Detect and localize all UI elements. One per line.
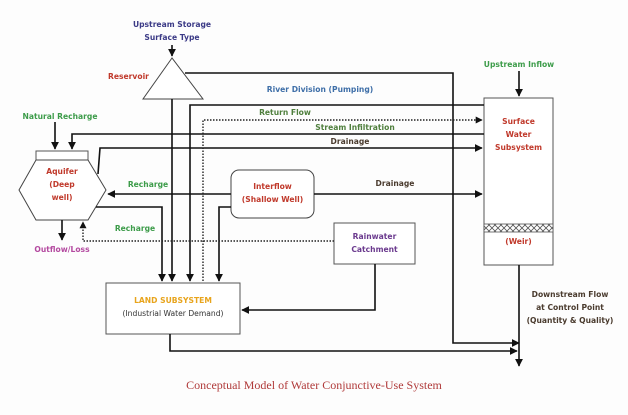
- rainwater-line1: Rainwater: [352, 232, 397, 241]
- drainage-mid-label: Drainage: [375, 179, 415, 188]
- surface-water-line3: Subsystem: [495, 143, 542, 152]
- surface-water-label: Surface Water Subsystem: [484, 115, 553, 154]
- aquifer-line2: (Deep: [49, 180, 75, 189]
- land-title: LAND SUBSYSTEM: [134, 296, 212, 305]
- rainwater-line2: Catchment: [351, 245, 398, 254]
- land-to-downstream: [169, 334, 518, 355]
- outflow-loss-label: Outflow/Loss: [34, 245, 90, 254]
- aquifer-cap: [35, 150, 89, 161]
- downstream-line3: (Quantity & Quality): [526, 316, 614, 325]
- aquifer-hexagon: [18, 159, 107, 221]
- land-subtitle: (Industrial Water Demand): [122, 309, 224, 318]
- surface-water-line2: Water: [505, 130, 532, 139]
- interflow-label: Interflow (Shallow Well): [231, 180, 314, 206]
- upstream-inflow-label: Upstream Inflow: [483, 60, 555, 69]
- aquifer-to-land: [96, 206, 166, 282]
- downstream-label: Downstream Flow at Control Point (Quanti…: [520, 288, 620, 327]
- surface-water-line1: Surface: [502, 117, 535, 126]
- interflow-line2: (Shallow Well): [241, 195, 304, 204]
- aquifer-line3: well): [51, 193, 73, 202]
- reservoir-triangle: [142, 57, 205, 100]
- downstream-line2: at Control Point: [536, 303, 604, 312]
- natural-recharge-label: Natural Recharge: [22, 112, 98, 121]
- weir-label: (Weir): [505, 237, 532, 246]
- recharge-lower-label: Recharge: [114, 224, 156, 233]
- upstream-storage-label: Upstream Storage Surface Type: [122, 18, 222, 44]
- upstream-storage-line1: Upstream Storage: [132, 20, 212, 29]
- drainage-top-line: [97, 144, 483, 175]
- return-flow-label: Return Flow: [259, 108, 311, 117]
- rainwater-to-land: [241, 264, 376, 314]
- reservoir-label: Reservoir: [108, 72, 149, 81]
- interflow-to-land: [215, 206, 231, 282]
- interflow-line1: Interflow: [253, 182, 292, 191]
- river-division-label: River Division (Pumping): [266, 85, 374, 94]
- weir-hatch: [483, 223, 554, 233]
- surface-water-box: [483, 97, 554, 266]
- reservoir-outflow-line: [185, 72, 520, 347]
- land-label: LAND SUBSYSTEM (Industrial Water Demand): [106, 294, 240, 320]
- recharge-upper-label: Recharge: [127, 180, 169, 189]
- rainwater-label: Rainwater Catchment: [334, 230, 415, 256]
- upstream-storage-line2: Surface Type: [144, 33, 200, 42]
- drainage-top-label: Drainage: [330, 137, 370, 146]
- land-box: [105, 282, 241, 335]
- stream-infiltration-line: [68, 133, 484, 150]
- flow-lines: [51, 45, 523, 367]
- downstream-line1: Downstream Flow: [531, 290, 609, 299]
- figure-caption: Conceptual Model of Water Conjunctive-Us…: [186, 378, 442, 392]
- aquifer-line1: Aquifer: [46, 167, 78, 176]
- river-division-line: [186, 104, 484, 282]
- stream-infiltration-label: Stream Infiltration: [315, 123, 395, 132]
- aquifer-label: Aquifer (Deep well): [36, 165, 88, 204]
